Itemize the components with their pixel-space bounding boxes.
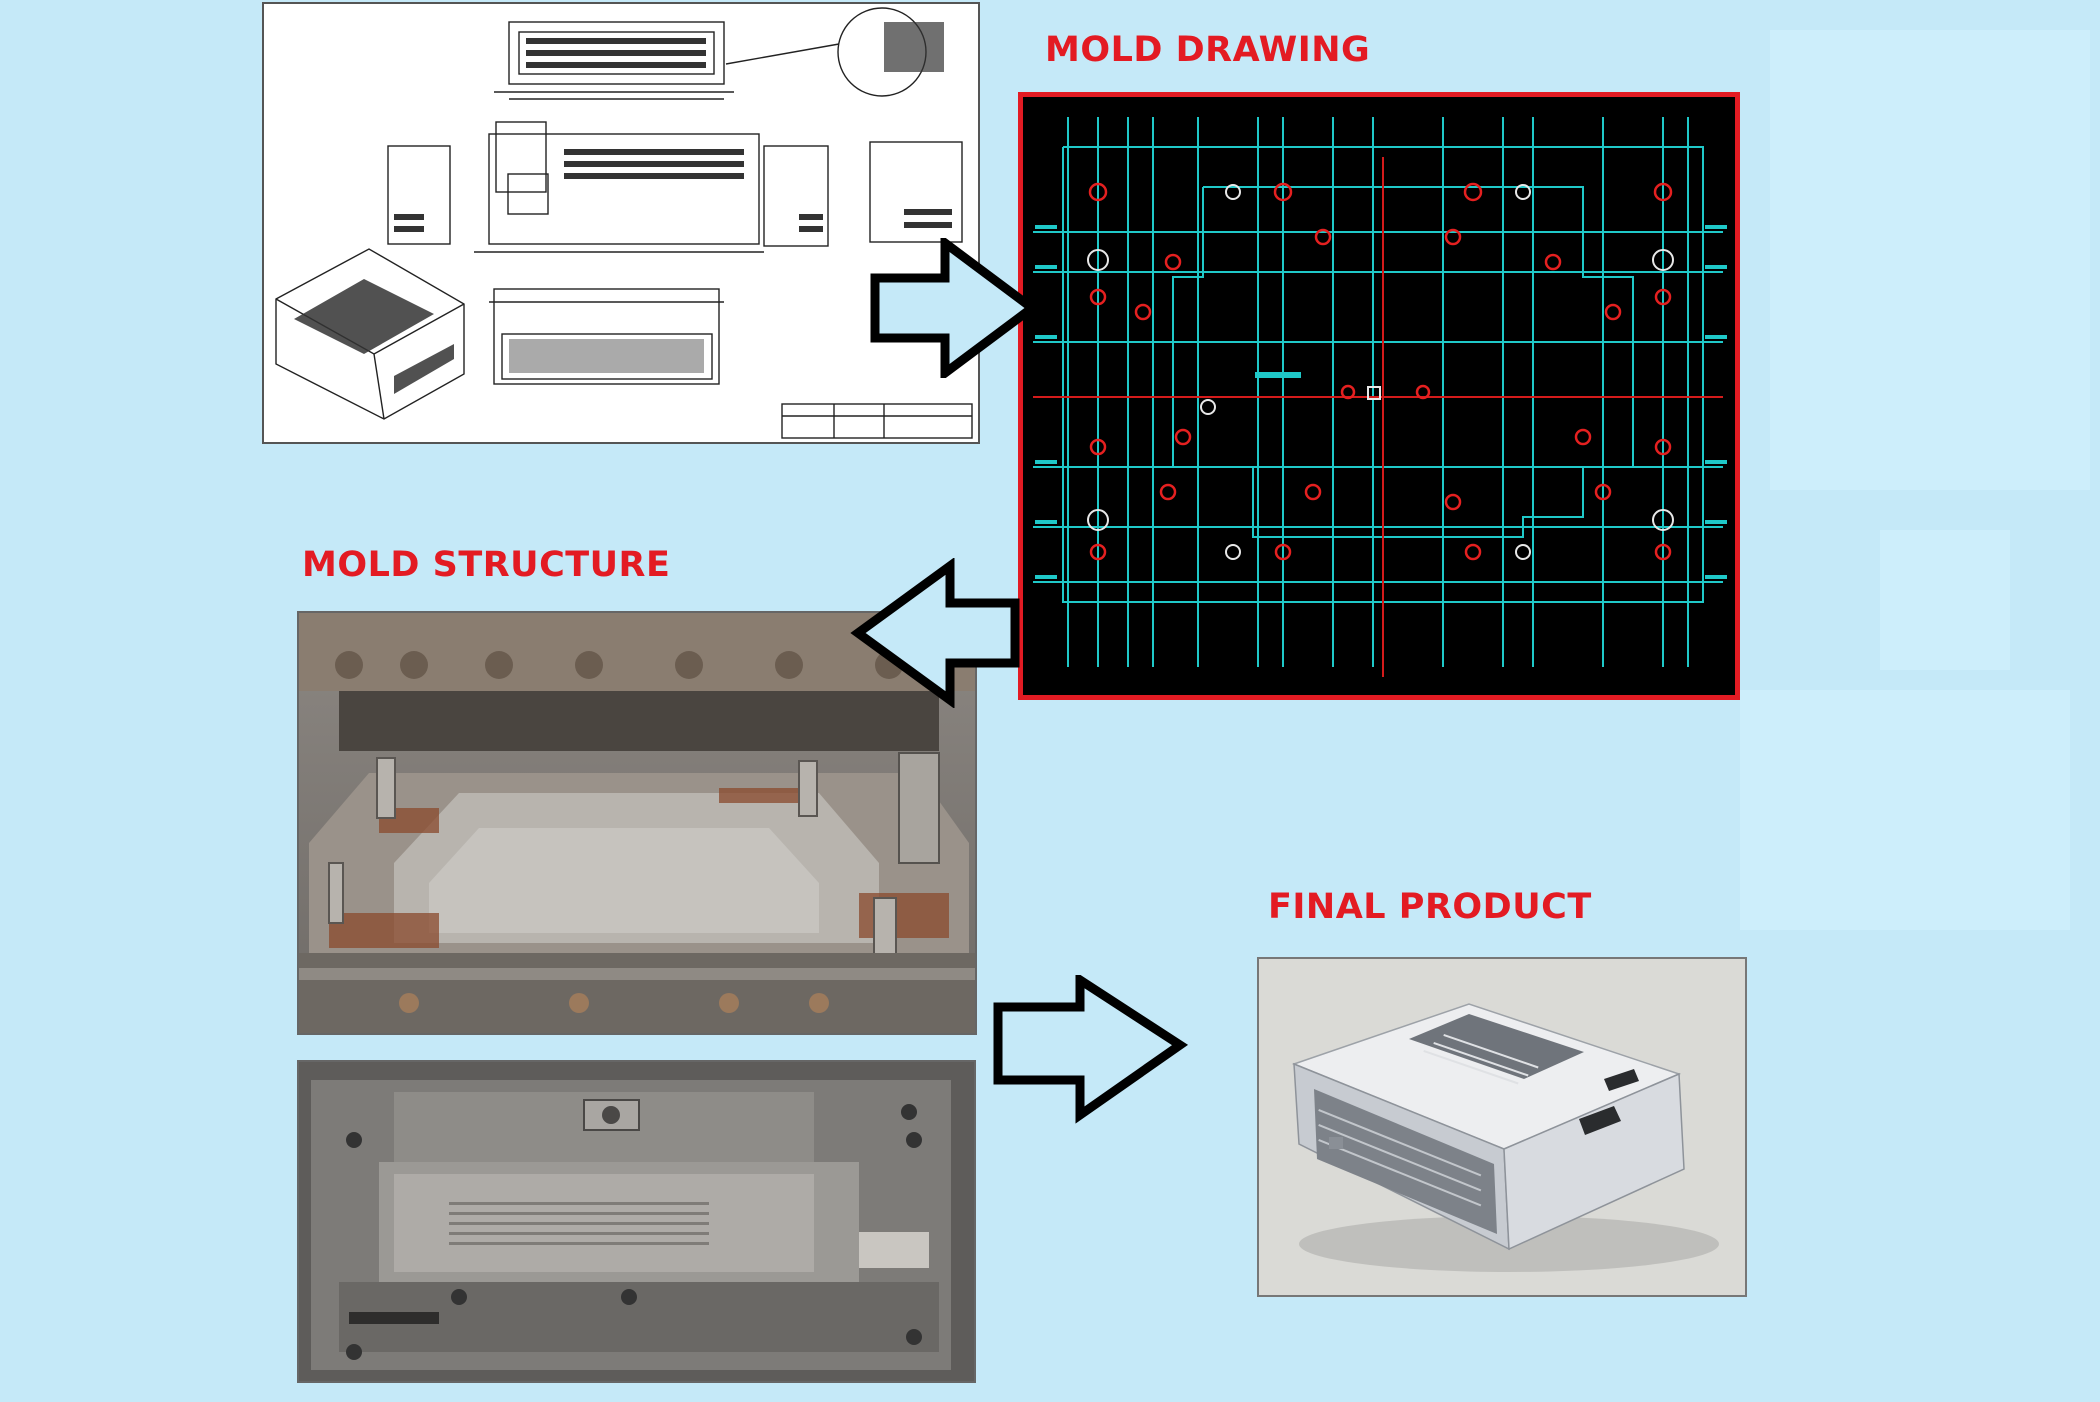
mold-die-lower-photo: [297, 1060, 976, 1383]
part-drawing-image: [262, 2, 980, 444]
final-product-label: FINAL PRODUCT: [1268, 887, 1592, 927]
bg-patch: [1770, 30, 2090, 490]
mold-structure-label: MOLD STRUCTURE: [302, 545, 671, 585]
bg-patch: [1740, 690, 2070, 930]
bg-patch: [1880, 530, 2010, 670]
cad-mold-drawing-image: [1018, 92, 1740, 700]
mold-die-upper-photo: [297, 611, 977, 1035]
arrow-right-to-mold-drawing: [870, 238, 1040, 378]
arrow-right-to-final-product: [990, 975, 1190, 1125]
mold-drawing-label: MOLD DRAWING: [1045, 30, 1371, 70]
arrow-left-to-mold-structure: [850, 558, 1020, 708]
final-product-photo: [1257, 957, 1747, 1297]
